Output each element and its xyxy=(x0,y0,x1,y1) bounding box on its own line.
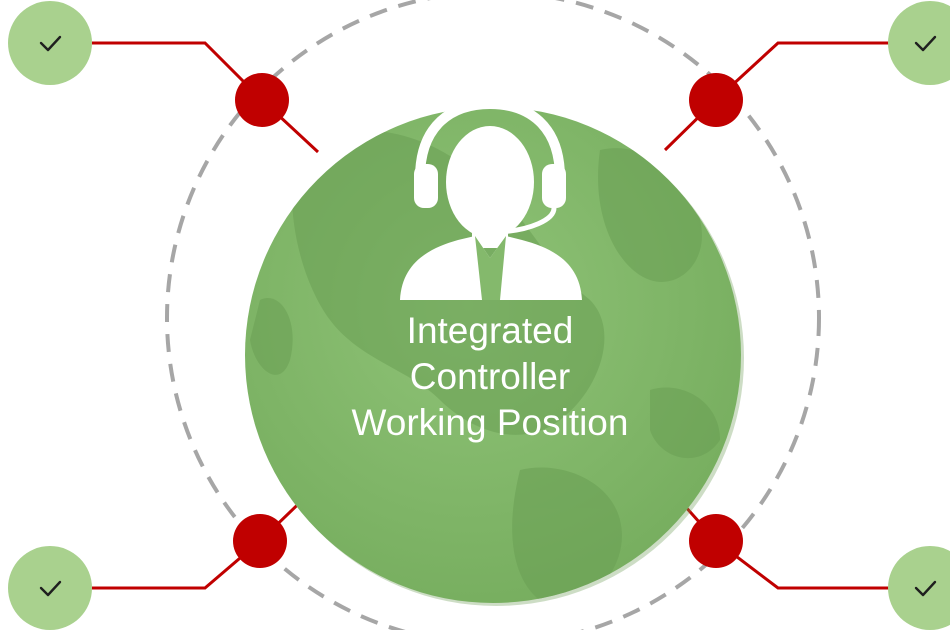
status-badges xyxy=(8,1,950,630)
center-label-line-3: Working Position xyxy=(351,402,629,443)
check-badge-bottom-left xyxy=(8,546,92,630)
center-label-line-2: Controller xyxy=(409,356,571,397)
checkmark-icon xyxy=(914,35,937,52)
connector-group xyxy=(92,41,892,590)
connector-nodes xyxy=(233,73,743,568)
agent-headset-icon xyxy=(400,98,582,300)
checkmark-icon xyxy=(914,580,937,597)
node-bottom-left xyxy=(233,514,287,568)
connector-line-top-left xyxy=(92,41,320,154)
check-badge-top-left xyxy=(8,1,92,85)
node-bottom-right xyxy=(689,514,743,568)
node-top-right xyxy=(689,73,743,127)
center-globe xyxy=(245,98,744,606)
node-top-left xyxy=(235,73,289,127)
check-badge-top-right xyxy=(888,1,950,85)
connector-line-top-right xyxy=(663,41,892,152)
checkmark-icon xyxy=(39,580,62,597)
connector-line-bottom-left xyxy=(92,485,318,590)
checkmark-icon xyxy=(39,35,62,52)
center-label: Integrated Controller Working Position xyxy=(300,308,680,446)
dashed-orbit-ring xyxy=(165,0,821,630)
connector-line-bottom-right xyxy=(666,486,892,590)
center-label-line-1: Integrated xyxy=(406,310,574,351)
check-badge-bottom-right xyxy=(888,546,950,630)
